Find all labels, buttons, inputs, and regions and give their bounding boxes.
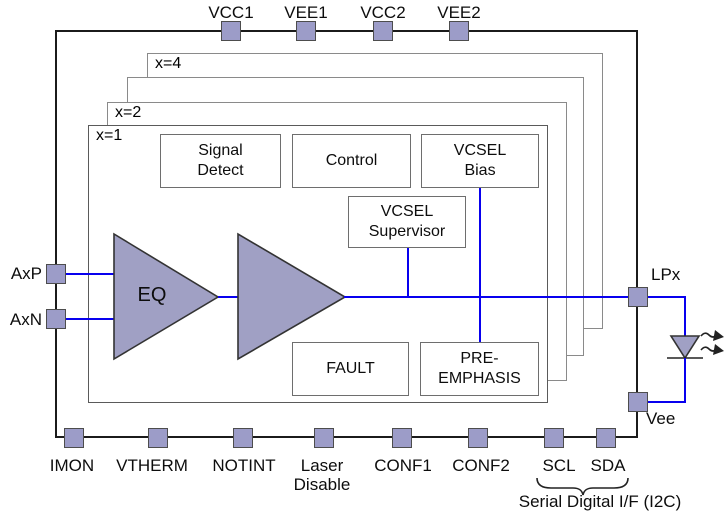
channel-label-x1: x=1 [96, 127, 123, 144]
pin-label-axn: AxN [9, 310, 42, 329]
laser-diode [669, 335, 701, 360]
pin-lpx [628, 287, 648, 307]
pin-sda [596, 428, 616, 448]
pin-label-conf2: CONF2 [452, 456, 510, 475]
pin-axp [46, 264, 66, 284]
eq-label: EQ [137, 284, 167, 306]
pin-label-notint: NOTINT [212, 456, 276, 475]
pin-label-sda: SDA [590, 456, 626, 475]
pin-label-vee: Vee [646, 409, 676, 428]
pin-vtherm [148, 428, 168, 448]
pin-label-laser-disable: Laser Disable [293, 456, 351, 494]
block-pre-emphasis: PRE- EMPHASIS [420, 342, 539, 396]
pin-vcc1 [221, 21, 241, 41]
pin-label-vcc1: VCC1 [208, 3, 254, 22]
channel-label-x2: x=2 [115, 104, 142, 121]
channel-label-x4: x=4 [155, 55, 182, 72]
serial-interface-label: Serial Digital I/F (I2C) [518, 492, 682, 511]
pin-label-axp: AxP [10, 264, 42, 283]
pin-vee-right [628, 392, 648, 412]
pin-label-vtherm: VTHERM [116, 456, 188, 475]
pin-scl [544, 428, 564, 448]
block-vcsel-supervisor: VCSEL Supervisor [348, 196, 466, 248]
pin-label-conf1: CONF1 [374, 456, 432, 475]
pin-label-scl: SCL [542, 456, 576, 475]
light-emission-arrows-icon [700, 330, 724, 355]
pin-conf1 [392, 428, 412, 448]
pin-laser-disable [314, 428, 334, 448]
pin-notint [233, 428, 253, 448]
block-control: Control [292, 134, 411, 188]
block-signal-detect: Signal Detect [160, 134, 281, 188]
block-vcsel-bias: VCSEL Bias [421, 134, 539, 188]
pin-label-imon: IMON [49, 456, 95, 475]
pin-label-vee2: VEE2 [437, 3, 481, 22]
block-fault: FAULT [292, 342, 409, 396]
pin-label-lpx: LPx [651, 265, 681, 284]
pin-label-vcc2: VCC2 [360, 3, 406, 22]
pin-label-vee1: VEE1 [284, 3, 328, 22]
pin-imon [64, 428, 84, 448]
pin-vee2 [449, 21, 469, 41]
pin-axn [46, 309, 66, 329]
pin-vee1 [296, 21, 316, 41]
pin-vcc2 [373, 21, 393, 41]
pin-conf2 [468, 428, 488, 448]
